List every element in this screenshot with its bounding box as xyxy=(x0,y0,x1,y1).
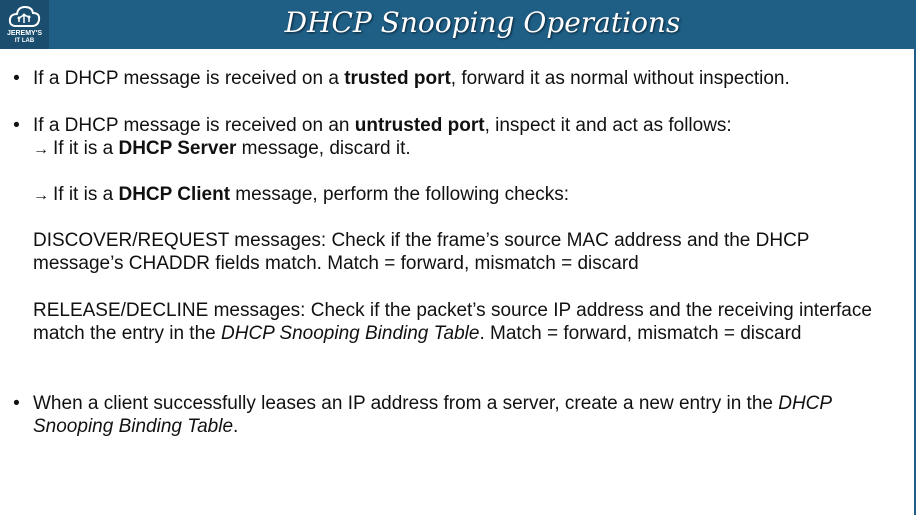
header-bar: JEREMY'S IT LAB DHCP Snooping Operations xyxy=(0,0,916,49)
bold-term: DHCP Server xyxy=(118,138,237,159)
text-segment: . Match = forward, mismatch = discard xyxy=(479,323,802,344)
logo-text-line1: JEREMY'S xyxy=(6,30,43,37)
text-segment: . xyxy=(233,416,239,437)
text-segment: , forward it as normal without inspectio… xyxy=(450,68,790,89)
text-segment: If it is a xyxy=(53,184,119,205)
text-segment: message, perform the following checks: xyxy=(230,184,570,205)
text-segment: RELEASE/DECLINE messages: Check if the p… xyxy=(33,300,872,344)
bold-term: untrusted port xyxy=(354,115,485,136)
right-edge-border xyxy=(914,49,916,515)
text-segment: When a client successfully leases an IP … xyxy=(33,393,779,414)
text-segment: If a DHCP message is received on an xyxy=(33,115,355,136)
discover-request-check: DISCOVER/REQUEST messages: Check if the … xyxy=(33,230,810,274)
italic-term: DHCP Snooping Binding Table xyxy=(33,393,832,437)
slide-title: DHCP Snooping Operations xyxy=(284,6,681,39)
bullet-text: If a DHCP message is received on an untr… xyxy=(33,114,893,137)
bullet-text: When a client successfully leases an IP … xyxy=(33,392,893,438)
bold-term: trusted port xyxy=(344,68,451,89)
slide-body: • If a DHCP message is received on a tru… xyxy=(0,49,916,515)
bullet-dot: • xyxy=(13,68,20,89)
text-segment: If it is a xyxy=(53,138,119,159)
bullet-untrusted-port: • If a DHCP message is received on an un… xyxy=(0,114,893,137)
text-segment: If a DHCP message is received on a xyxy=(33,68,345,89)
logo-text-line2: IT LAB xyxy=(14,38,35,44)
bullet-binding-table: • When a client successfully leases an I… xyxy=(0,392,893,438)
right-arrow-icon: → xyxy=(33,141,49,158)
text-segment: , inspect it and act as follows: xyxy=(484,115,732,136)
sub-item-client-message: →If it is a DHCP Client message, perform… xyxy=(33,183,569,207)
italic-term: DHCP Snooping Binding Table xyxy=(221,323,480,344)
bullet-dot: • xyxy=(13,393,20,414)
bullet-dot: • xyxy=(13,115,20,136)
logo: JEREMY'S IT LAB xyxy=(0,0,49,49)
right-arrow-icon: → xyxy=(33,187,49,204)
cloud-brain-icon xyxy=(8,5,41,27)
sub-item-server-message: →If it is a DHCP Server message, discard… xyxy=(33,137,411,161)
bullet-trusted-port: • If a DHCP message is received on a tru… xyxy=(0,67,893,90)
bullet-text: If a DHCP message is received on a trust… xyxy=(33,67,893,90)
text-segment: message, discard it. xyxy=(236,138,411,159)
release-decline-check: RELEASE/DECLINE messages: Check if the p… xyxy=(33,299,903,345)
bold-term: DHCP Client xyxy=(118,184,231,205)
